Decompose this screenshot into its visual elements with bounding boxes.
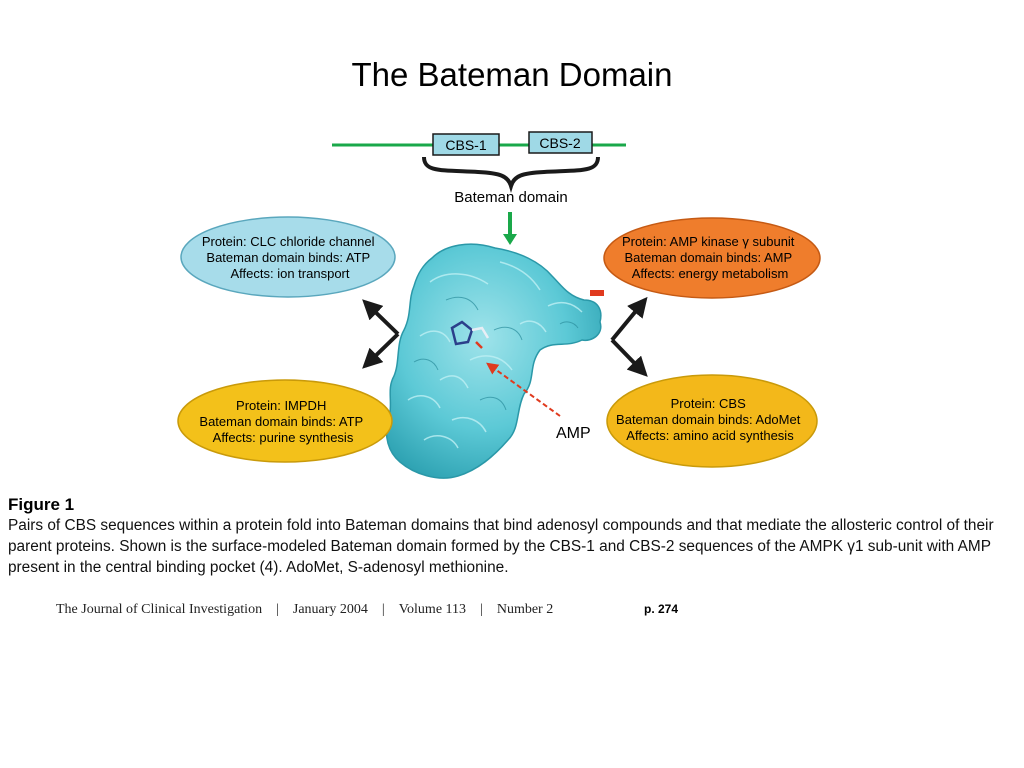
cbs1-label: CBS-1 <box>445 137 486 153</box>
svg-text:Protein: AMP kinase γ subunit: Protein: AMP kinase γ subunit Bateman do… <box>622 234 798 281</box>
ampk-line-binds: Bateman domain binds: AMP <box>624 250 791 265</box>
clc-line-binds: Bateman domain binds: ATP <box>206 250 370 265</box>
journal-footer: The Journal of Clinical Investigation|Ja… <box>56 602 554 617</box>
ampk-line-protein: Protein: AMP kinase γ subunit <box>622 234 795 249</box>
green-down-arrow <box>503 212 517 245</box>
amp-arrow <box>486 362 561 417</box>
cbs2-box: CBS-2 <box>528 131 593 154</box>
amp-label: AMP <box>556 425 591 442</box>
impdh-line-affects: Affects: purine synthesis <box>213 430 354 445</box>
figure-caption: Pairs of CBS sequences within a protein … <box>8 517 994 576</box>
ellipse-clc-chloride-channel: Protein: CLC chloride channel Bateman do… <box>180 216 396 298</box>
svg-text:Protein: CLC chloride channel: Protein: CLC chloride channel Bateman do… <box>202 234 378 281</box>
journal-volume: Volume 113 <box>398 602 467 617</box>
cbs2-label: CBS-2 <box>539 135 580 151</box>
curly-brace <box>422 156 600 193</box>
impdh-line-protein: Protein: IMPDH <box>236 398 326 413</box>
page-reference: p. 274 <box>644 602 679 616</box>
impdh-line-binds: Bateman domain binds: ATP <box>199 414 363 429</box>
clc-line-protein: Protein: CLC chloride channel <box>202 234 375 249</box>
ellipse-impdh: Protein: IMPDH Bateman domain binds: ATP… <box>177 379 393 463</box>
ellipse-cbs: Protein: CBS Bateman domain binds: AdoMe… <box>606 374 818 468</box>
bateman-diagram: CBS-1 CBS-2 Bateman domain <box>177 131 821 479</box>
cbs-line-binds: Bateman domain binds: AdoMet <box>616 412 801 427</box>
journal-name: The Journal of Clinical Investigation <box>56 602 263 617</box>
bateman-domain-label: Bateman domain <box>454 189 567 206</box>
journal-number: Number 2 <box>496 602 554 617</box>
left-arrows <box>362 299 400 369</box>
slide-title: The Bateman Domain <box>351 56 673 93</box>
svg-text:Protein: IMPDH Bateman d: Protein: IMPDH Bateman domain binds: ATP… <box>199 398 366 445</box>
right-arrows <box>610 296 648 377</box>
cbs-line-affects: Affects: amino acid synthesis <box>626 428 794 443</box>
svg-text:Protein: CBS Bateman dom: Protein: CBS Bateman domain binds: AdoMe… <box>616 396 804 443</box>
ampk-line-affects: Affects: energy metabolism <box>632 266 789 281</box>
cbs-line-protein: Protein: CBS <box>671 396 746 411</box>
clc-line-affects: Affects: ion transport <box>231 266 350 281</box>
journal-date: January 2004 <box>292 602 368 617</box>
protein-surface <box>385 243 604 479</box>
figure-label: Figure 1 <box>8 495 75 514</box>
ellipse-amp-kinase: Protein: AMP kinase γ subunit Bateman do… <box>603 217 821 299</box>
cbs1-box: CBS-1 <box>432 133 500 156</box>
